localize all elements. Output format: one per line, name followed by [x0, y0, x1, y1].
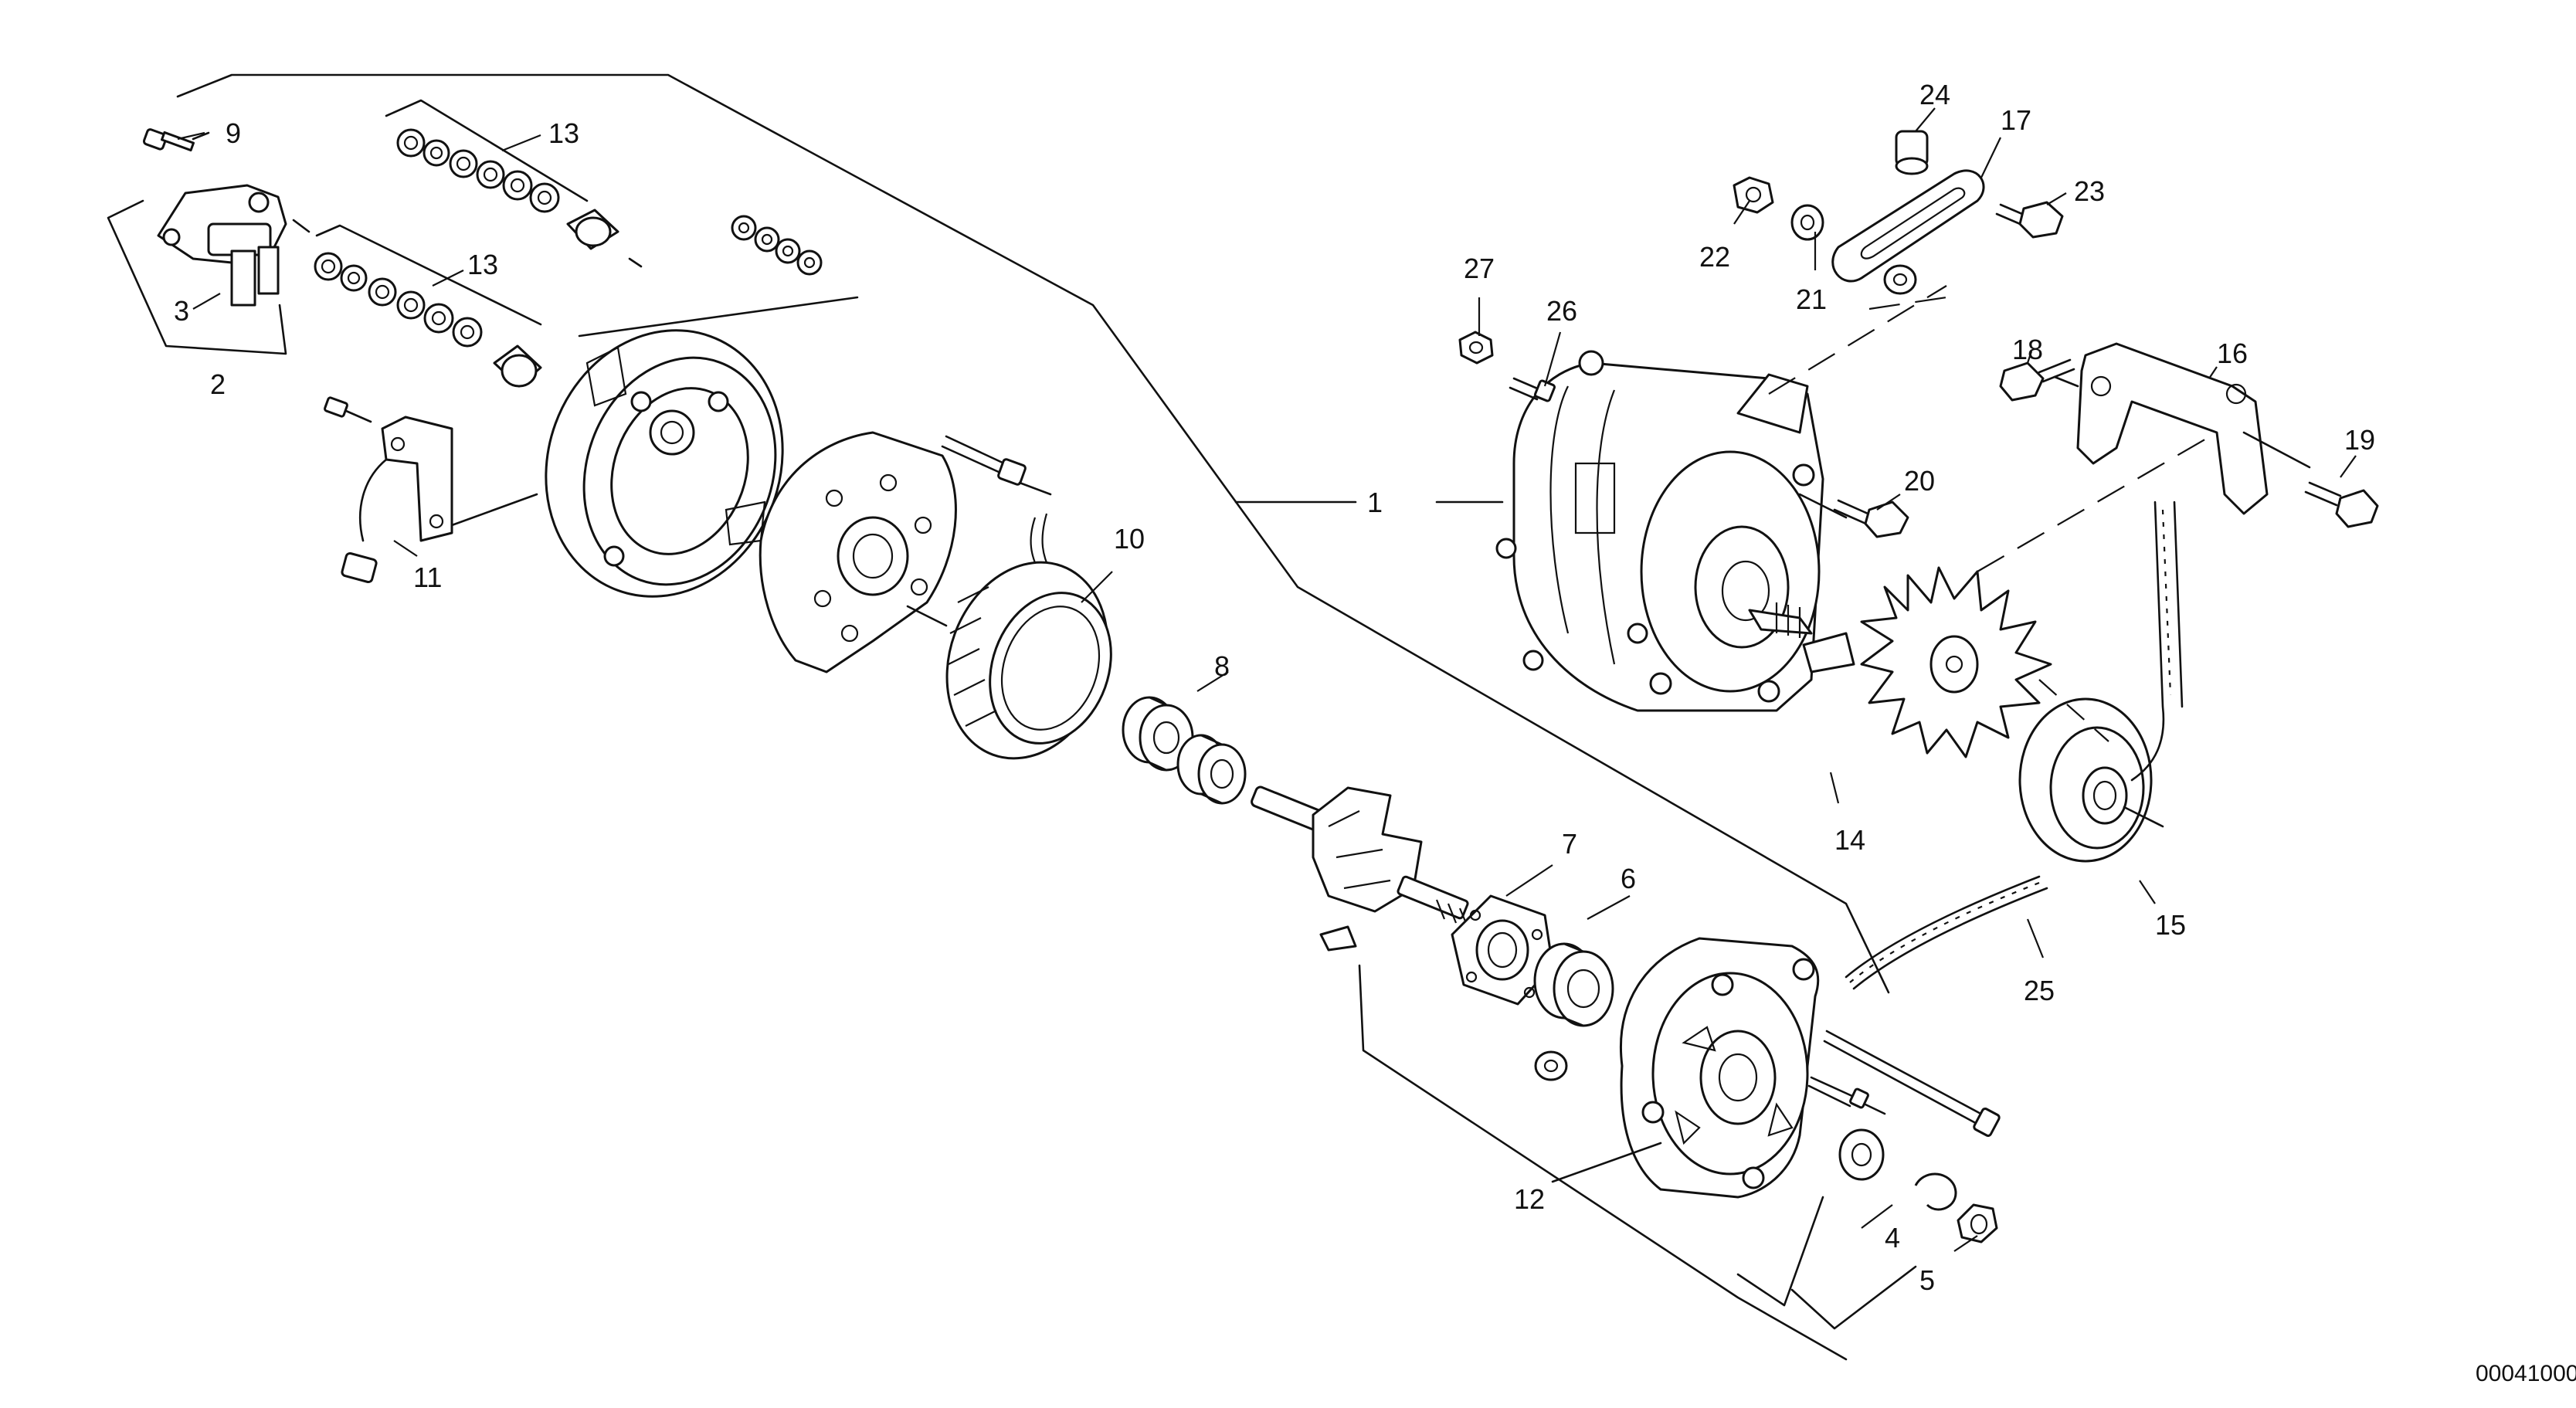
- part-through-bolts: [1807, 1030, 2001, 1137]
- callout-6: 6: [1621, 863, 1636, 894]
- part-rotor: [1251, 785, 1469, 952]
- callout-22: 22: [1699, 241, 1730, 273]
- callout-10: 10: [1114, 523, 1145, 555]
- part-14-fan: [1802, 566, 2052, 758]
- callout-25: 25: [2024, 975, 2055, 1006]
- callout-13-lower: 13: [467, 249, 498, 280]
- callout-20: 20: [1904, 465, 1935, 497]
- callout-17: 17: [2001, 104, 2031, 136]
- callout-24: 24: [1919, 79, 1950, 110]
- callout-2: 2: [210, 368, 226, 400]
- part-25-belt: [1845, 500, 2184, 990]
- part-13-lower-hardware: [314, 224, 542, 388]
- callout-18: 18: [2012, 334, 2043, 365]
- part-drive-end-housing: [1534, 937, 1820, 1199]
- part-10-stator: [945, 513, 1112, 760]
- callout-26: 26: [1546, 295, 1577, 327]
- callout-1: 1: [1367, 487, 1383, 518]
- part-spacer-sleeve: [1176, 734, 1247, 805]
- part-19-bolt: [2304, 481, 2379, 528]
- leader-12-lower: [1736, 1196, 1824, 1307]
- part-26-screw: [1509, 377, 1556, 402]
- part-22-nut: [1733, 176, 1774, 214]
- part-23-bolt: [1995, 201, 2064, 239]
- callout-5: 5: [1919, 1264, 1935, 1296]
- leader-12: [1551, 1142, 1662, 1183]
- part-11-brush-holder: [324, 396, 538, 584]
- part-27-nut: [1458, 331, 1494, 365]
- callout-15: 15: [2155, 909, 2186, 941]
- part-rear-housing: [545, 329, 797, 598]
- construction-lines: [1768, 285, 2218, 742]
- part-3-regulator: [157, 184, 311, 307]
- part-20-bolt: [1833, 499, 1909, 538]
- leader-2: [107, 199, 287, 355]
- callout-23: 23: [2074, 175, 2105, 207]
- part-rectifier: [759, 431, 957, 673]
- callout-7: 7: [1562, 828, 1577, 860]
- drawing-code: 00041000: [2476, 1361, 2576, 1386]
- callout-13-upper: 13: [548, 117, 579, 149]
- assembly-outline-lines: [176, 73, 1890, 1361]
- callout-12: 12: [1514, 1183, 1545, 1215]
- part-17-adjusting-link: [1831, 169, 1985, 283]
- callout-16: 16: [2217, 338, 2248, 369]
- callout-21: 21: [1796, 283, 1827, 315]
- callout-19: 19: [2344, 424, 2375, 456]
- callout-leaders: [177, 107, 2357, 1252]
- callout-4: 4: [1885, 1222, 1900, 1254]
- part-6-bearing: [1533, 942, 1614, 1027]
- callout-labels: 1 2 3 4 5 6 7 8 9 10 11 12 13 13 14 15 1…: [174, 79, 2375, 1296]
- callout-9: 9: [226, 117, 241, 149]
- callout-3: 3: [174, 295, 189, 327]
- part-24-spacer: [1895, 130, 1929, 175]
- part-16-bracket: [2053, 342, 2311, 515]
- part-4-5-shaft-hardware: [1838, 1128, 1998, 1243]
- part-21-washer: [1790, 204, 1917, 295]
- part-rectifier-screw: [941, 435, 1052, 496]
- part-1-alternator: [1495, 350, 1848, 712]
- part-15-pulley: [2018, 697, 2164, 863]
- callout-11: 11: [413, 562, 442, 593]
- callout-14: 14: [1834, 824, 1865, 856]
- callout-27: 27: [1464, 253, 1495, 284]
- part-13-upper-hardware: [385, 99, 643, 268]
- part-9-screw: [142, 128, 210, 152]
- leader-4-5: [1790, 1265, 1917, 1330]
- callout-8: 8: [1214, 650, 1230, 682]
- part-nuts-small-group: [578, 215, 859, 338]
